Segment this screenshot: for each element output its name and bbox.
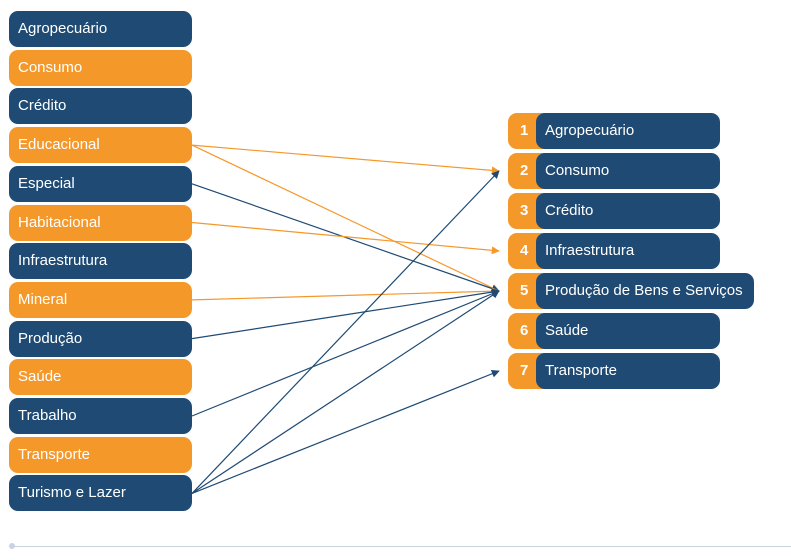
- right-item-label: Consumo: [536, 153, 720, 189]
- footer-rule: [12, 546, 791, 547]
- left-item: Consumo: [9, 49, 192, 86]
- left-item: Infraestrutura: [9, 243, 192, 280]
- left-item: Transporte: [9, 436, 192, 473]
- connection-arrow: [191, 369, 500, 494]
- connection-arrow: [191, 183, 500, 293]
- right-item-label: Transporte: [536, 353, 720, 389]
- right-item-label: Infraestrutura: [536, 233, 720, 269]
- right-item-label: Saúde: [536, 313, 720, 349]
- left-item: Produção: [9, 320, 192, 357]
- right-item-label: Produção de Bens e Serviços: [536, 273, 754, 309]
- right-item-label: Crédito: [536, 193, 720, 229]
- connection-arrow: [191, 170, 500, 494]
- left-item: Educacional: [9, 127, 192, 164]
- left-item: Especial: [9, 165, 192, 202]
- connection-arrow: [191, 290, 500, 494]
- left-item: Turismo e Lazer: [9, 475, 192, 512]
- left-item: Trabalho: [9, 398, 192, 434]
- connection-arrow: [191, 221, 500, 255]
- left-item: Agropecuário: [9, 11, 192, 47]
- connection-arrow: [191, 288, 500, 340]
- left-item: Saúde: [9, 359, 192, 396]
- left-item: Crédito: [9, 88, 192, 125]
- left-item: Habitacional: [9, 204, 192, 241]
- connection-arrow: [191, 144, 500, 175]
- connection-arrow: [191, 287, 500, 301]
- connection-arrow: [191, 144, 500, 292]
- left-item: Mineral: [9, 281, 192, 318]
- connection-arrow: [191, 290, 500, 417]
- right-item-label: Agropecuário: [536, 113, 720, 149]
